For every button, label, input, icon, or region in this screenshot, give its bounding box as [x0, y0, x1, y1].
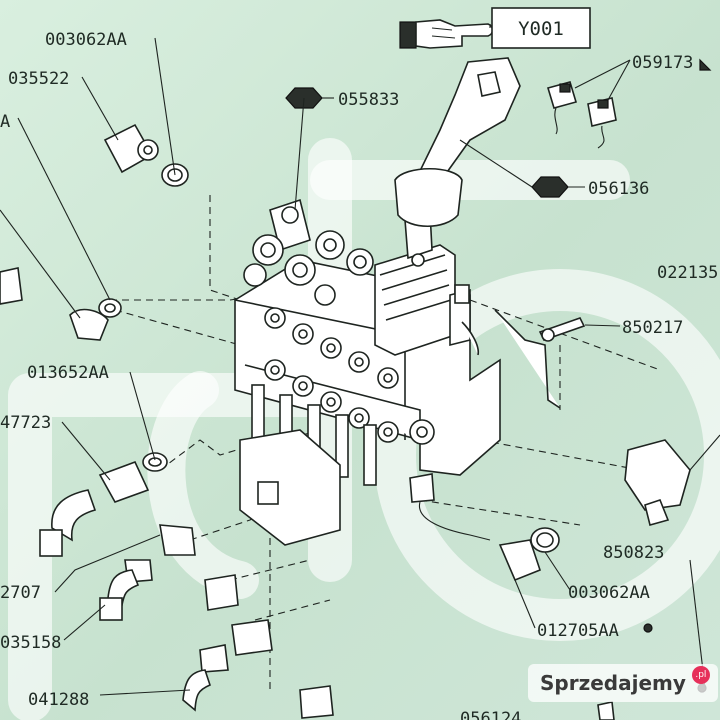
- right-fittings: [409, 309, 707, 720]
- dot-marker-012705AA: [643, 623, 653, 633]
- triangle-marker-059173: [699, 58, 712, 71]
- part-label: 055833: [338, 90, 399, 110]
- valve-port-row-top: [264, 307, 399, 389]
- valve-port-row-bottom: [264, 359, 435, 445]
- part-label: 012705AA: [537, 621, 619, 641]
- sprzedajemy-watermark: Sprzedajemy .pl: [528, 664, 718, 702]
- pointing-hand-icon: [399, 19, 494, 49]
- joystick-handle: [394, 57, 521, 227]
- left-fittings: [0, 123, 334, 719]
- part-label: 056136: [588, 179, 649, 199]
- bottom-cover-fitting: [257, 481, 279, 505]
- part-label: 041288: [28, 690, 89, 710]
- part-label: 035522: [8, 69, 69, 89]
- watermark-tld-badge: .pl: [691, 666, 710, 684]
- leader-lines: [0, 24, 720, 696]
- reference-box-label: Y001: [518, 18, 564, 40]
- part-number-labels: 003062AA 035522 A 055833 059173 056136 0…: [0, 30, 718, 720]
- part-label: 003062AA: [45, 30, 127, 50]
- part-label: 013652AA: [27, 363, 109, 383]
- top-relief-valves: [243, 198, 374, 306]
- watermark-text: Sprzedajemy: [540, 671, 686, 695]
- joystick-boot: [394, 167, 463, 227]
- part-label: 003062AA: [568, 583, 650, 603]
- hex-markers: [285, 58, 712, 633]
- bottom-cover-block: [239, 429, 341, 546]
- part-label: 850217: [622, 318, 683, 338]
- part-label: 850823: [603, 543, 664, 563]
- solenoid-connectors: [546, 81, 617, 149]
- part-label: 2707: [0, 583, 41, 603]
- part-label: 035158: [0, 633, 61, 653]
- part-label: 47723: [0, 413, 51, 433]
- part-label: 059173: [632, 53, 693, 73]
- part-label: 056124: [460, 709, 521, 720]
- valve-block-assembly: [234, 198, 501, 546]
- reference-box: Y001: [491, 7, 591, 49]
- part-label: 022135: [657, 263, 718, 283]
- part-label: A: [0, 112, 10, 132]
